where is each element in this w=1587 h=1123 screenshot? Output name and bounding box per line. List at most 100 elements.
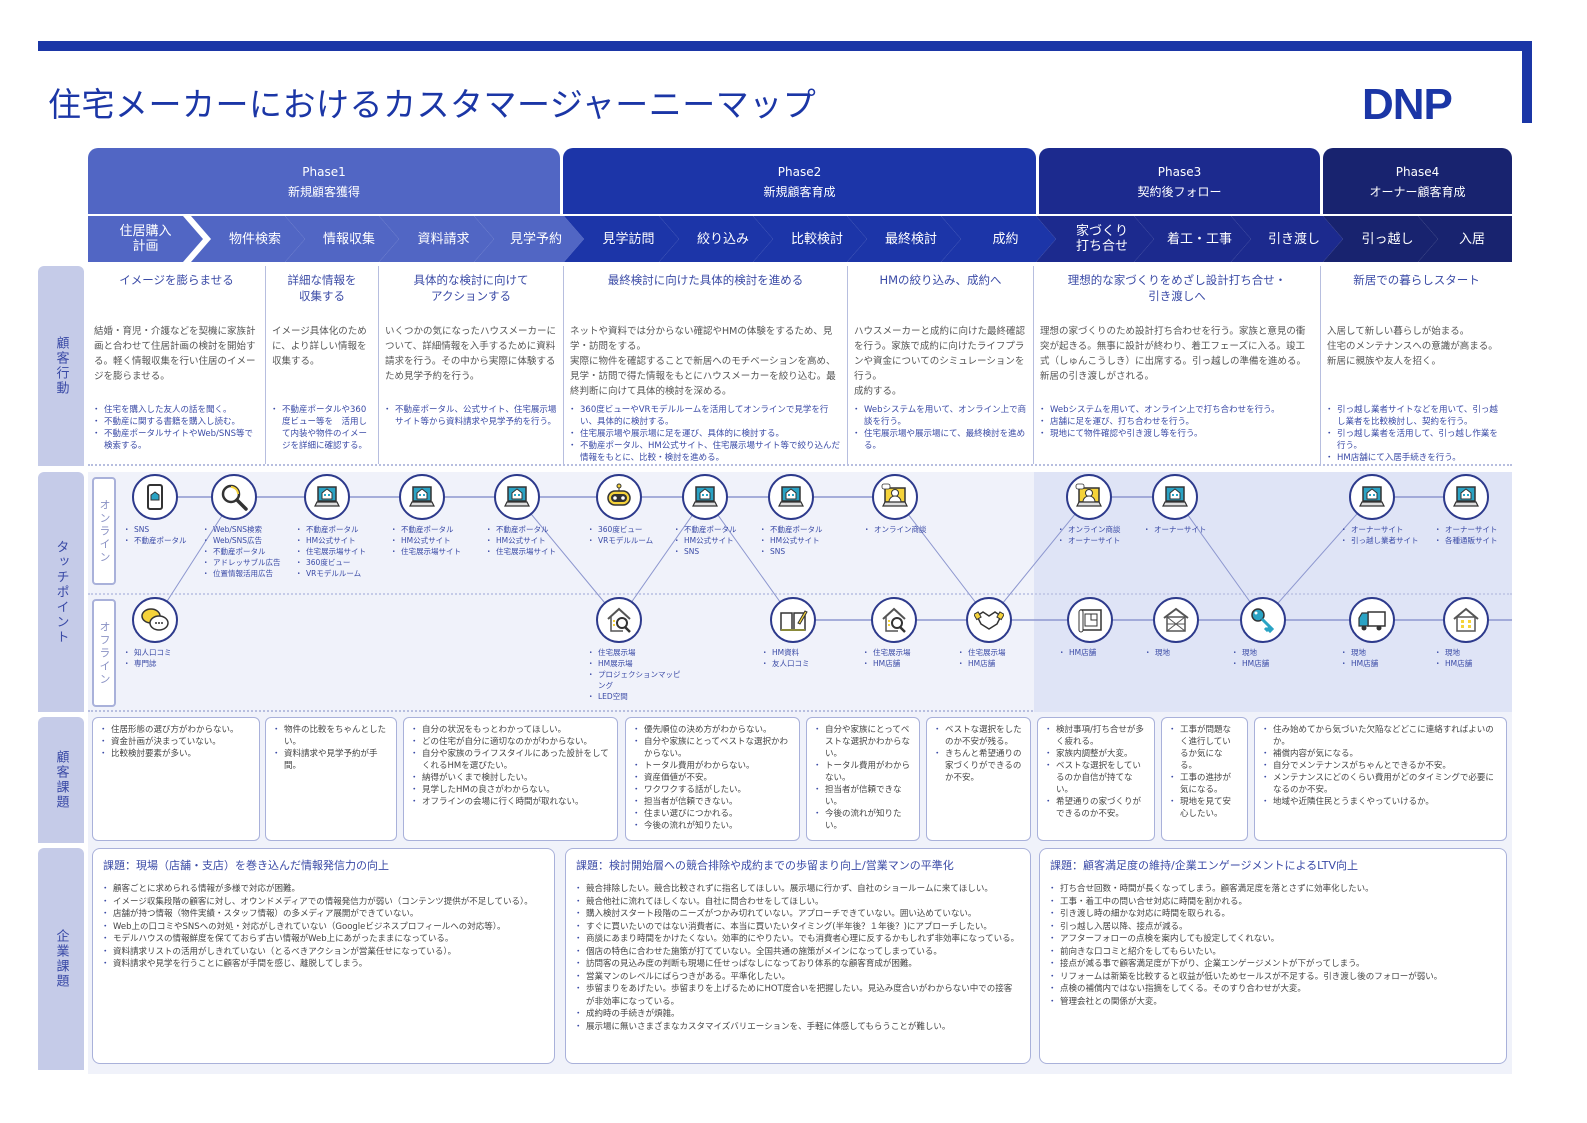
customer-issue-item: 現地を見て安心したい。 [1168, 796, 1239, 820]
customer-issue-item: 家族内調整が大変。 [1044, 748, 1146, 760]
customer-issue-item: 自分や家族にとってベストな選択かわからない。 [813, 724, 911, 760]
customer-issue-item: ベストな選択をしているのか自信が持てない。 [1044, 760, 1146, 796]
touchpoint-item: オンライン商談 [1057, 524, 1151, 535]
action-heading: 新居での暮らしスタート [1353, 273, 1480, 287]
laptop-house-icon [778, 486, 804, 507]
company-issue-box: 課題：検討開始層への競合排除や成約までの歩留まり向上/営業マンの平準化競合排除し… [565, 848, 1031, 1064]
truck-icon [1358, 611, 1386, 631]
phase-label: オーナー顧客育成 [1369, 185, 1466, 199]
touchpoint-list: オンライン商談オーナーサイト [1057, 524, 1151, 546]
company-issue-item: 資料請求や見学を行うことに顧客が手間を感じ、離脱してしまう。 [101, 958, 544, 971]
touchpoint-list: 住宅展示場HM店舗 [862, 647, 956, 669]
customer-issue-box: 検討事項/打ち合せが多く疲れる。家族内調整が大変。ベストな選択をしているのか自信… [1037, 717, 1155, 841]
action-item: Webシステムを用いて、オンライン上で商談を行う。 [852, 404, 1027, 428]
action-item: 店舗に足を運び、打ち合わせを行う。 [1038, 416, 1314, 428]
touchpoint-node [596, 474, 642, 520]
action-list: Webシステムを用いて、オンライン上で商談を行う。住宅展示場や展示場にて、最終検… [852, 404, 1027, 452]
touchpoint-item: 不動産ポータル [673, 524, 767, 535]
action-item: 不動産ポータルや360度ビュー等を 活用して内装や物件のイメージを詳細に確認する… [270, 404, 372, 452]
customer-issue-box: 自分の状況をもっとわかってほしい。どの住宅が自分に適切なのかがわからない。自分や… [403, 717, 618, 841]
company-issue-item: 点検の補償内ではない指摘をしてくる。そのすり合わせが大変。 [1048, 983, 1496, 996]
customer-issue-item: 優先順位の決め方がわからない。 [632, 724, 791, 736]
touchpoint-item: オーナーサイト [1340, 524, 1434, 535]
touchpoint-list: Web/SNS検索Web/SNS広告不動産ポータルアドレッサブル広告位置情報活用… [202, 524, 296, 579]
touchpoint-list: オンライン商談 [863, 524, 957, 535]
action-list: 360度ビューやVRモデルルームを活用してオンラインで見学を行い、具体的に検討す… [568, 404, 841, 464]
touchpoint-node [966, 597, 1012, 643]
customer-issue-box: 優先順位の決め方がわからない。自分や家族にとってベストな選択かわからない。トータ… [625, 717, 800, 841]
company-issue-item: すぐに買いたいのではない消費者に、本当に買いたいタイミング(半年後？１年後？)に… [574, 921, 1020, 934]
action-list: 引っ越し業者サイトなどを用いて、引っ越し業者を比較検討し、契約を行う。引っ越し業… [1325, 404, 1506, 464]
touchpoint-item: 住宅展示場サイト [390, 546, 484, 557]
customer-issue-item: 工事の進捗が気になる。 [1168, 772, 1239, 796]
company-issue-list: 顧客ごとに求められる情報が多様で対応が困難。イメージ収集段階の顧客に対し、オウン… [101, 883, 544, 971]
company-issue-item: 成約時の手続きが煩雑。 [574, 1008, 1020, 1021]
touchpoint-list: 不動産ポータルHM公式サイトSNS [759, 524, 853, 557]
touchpoint-list: HM店舗 [1058, 647, 1152, 658]
touchpoint-node [1240, 597, 1286, 643]
company-issue-box: 課題：顧客満足度の維持/企業エンゲージメントによるLTV向上打ち合せ回数・時間が… [1039, 848, 1507, 1064]
touchpoint-node [1349, 474, 1395, 520]
company-issue-list: 競合排除したい。競合比較されずに指名してほしい。展示場に行かず、自社のショールー… [574, 883, 1020, 1033]
journey-path-line [1174, 496, 1264, 621]
journey-path-line [154, 496, 235, 621]
touchpoint-list: 住宅展示場HM展示場プロジェクションマッピングLED空間 [587, 647, 681, 702]
action-item: 不動産ポータル、公式サイト、住宅展示場サイト等から資料請求や見学予約を行う。 [383, 404, 557, 428]
company-issue-item: 工事・着工中の問い合せ対応に時間を割かれる。 [1048, 896, 1496, 909]
journey-steps: 住居購入計画物件検索情報収集資料請求見学予約見学訪問絞り込み比較検討最終検討成約… [88, 216, 1512, 262]
customer-issue-item: 今後の流れが知りたい。 [813, 808, 911, 832]
company-issue-title: 課題：顧客満足度の維持/企業エンゲージメントによるLTV向上 [1050, 859, 1359, 872]
customer-issue-item: きちんと希望通りの家づくりができるのか不安。 [933, 748, 1022, 784]
customer-issue-item: 住居形態の選び方がわからない。 [99, 724, 251, 736]
journey-path-line [704, 496, 794, 621]
touchpoint-item: 不動産ポータル [202, 546, 296, 557]
company-issue-title: 課題：検討開始層への競合排除や成約までの歩留まり向上/営業マンの平準化 [576, 859, 954, 872]
touchpoint-item: 360度ビュー [295, 557, 389, 568]
action-description: イメージ具体化のために、より詳しい情報を収集する。 [272, 326, 367, 367]
touchpoint-list: 知人口コミ専門誌 [123, 647, 217, 669]
touchpoint-item: 引っ越し業者サイト [1340, 535, 1434, 546]
customer-issue-item: 自分や家族にとってベストな選択かわからない。 [632, 736, 791, 760]
house-icon [1453, 607, 1479, 632]
customer-issue-item: 自分の状況をもっとわかってほしい。 [410, 724, 609, 736]
touchpoint-node [1349, 597, 1395, 643]
construction-icon [1163, 607, 1189, 632]
touchpoint-item: 住宅展示場サイト [295, 546, 389, 557]
customer-issue-box: 工事が問題なく進行しているか気になる。工事の進捗が気になる。現地を見て安心したい… [1161, 717, 1248, 841]
customer-issue-list: 住居形態の選び方がわからない。資金計画が決まっていない。比較検討要素が多い。 [99, 724, 251, 760]
touchpoint-item: LED空間 [587, 691, 681, 702]
house-search-icon [882, 607, 906, 633]
online-tag: オンライン [92, 477, 116, 585]
company-issue-item: 訪問客の見込み度の判断も現場に任せっぱなしになっており体系的な顧客育成が困難。 [574, 958, 1020, 971]
customer-issue-list: 優先順位の決め方がわからない。自分や家族にとってベストな選択かわからない。トータ… [632, 724, 791, 832]
touchpoint-item: オーナーサイト [1143, 524, 1237, 535]
touchpoint-list: 現地HM店舗 [1340, 647, 1434, 669]
touchpoint-item: VRモデルルーム [587, 535, 681, 546]
touchpoint-item: 現地 [1434, 647, 1528, 658]
action-column: 最終検討に向けた具体的検討を進めるネットや資料では分からない確認やHMの体験をす… [564, 266, 848, 464]
touchpoint-item: 現地 [1340, 647, 1434, 658]
action-heading: イメージを膨らませる [119, 273, 234, 287]
touchpoint-node [1152, 474, 1198, 520]
company-issue-item: 競合排除したい。競合比較されずに指名してほしい。展示場に行かず、自社のショールー… [574, 883, 1020, 896]
company-issue-item: 購入検討スタート段階のニーズがつかみ切れていない。アプローチできていない。囲い込… [574, 908, 1020, 921]
house-search-icon [607, 607, 631, 633]
customer-issue-item: 資金計画が決まっていない。 [99, 736, 251, 748]
customer-issue-item: 検討事項/打ち合せが多く疲れる。 [1044, 724, 1146, 748]
customer-issue-box: ベストな選択をしたのか不安が残る。きちんと希望通りの家づくりができるのか不安。 [926, 717, 1031, 841]
action-description: 理想の家づくりのため設計打ち合わせを行う。家族と意見の衝突が起きる。無事に設計が… [1040, 326, 1307, 382]
touchpoint-node [768, 474, 814, 520]
touchpoint-node [211, 474, 257, 520]
touchpoint-node [770, 597, 816, 643]
action-column: 新居での暮らしスタート入居して新しい暮らしが始まる。住宅のメンテナンスへの意識が… [1321, 266, 1512, 464]
touchpoint-item: 現地 [1144, 647, 1238, 658]
journey-path-line [1262, 496, 1373, 621]
touchpoint-item: HM公式サイト [295, 535, 389, 546]
offline-tag: オフライン [92, 599, 116, 707]
touchpoint-item: オーナーサイト [1434, 524, 1528, 535]
laptop-house-icon [409, 486, 435, 507]
action-description: いくつかの気になったハウスメーカーについて、詳細情報を入手するために資料請求を行… [385, 326, 557, 382]
touchpoint-row: オンライン オフライン SNS不動産ポータルWeb/SNS検索Web/SNS広告… [88, 472, 1512, 712]
laptop-house-icon [1162, 486, 1188, 507]
